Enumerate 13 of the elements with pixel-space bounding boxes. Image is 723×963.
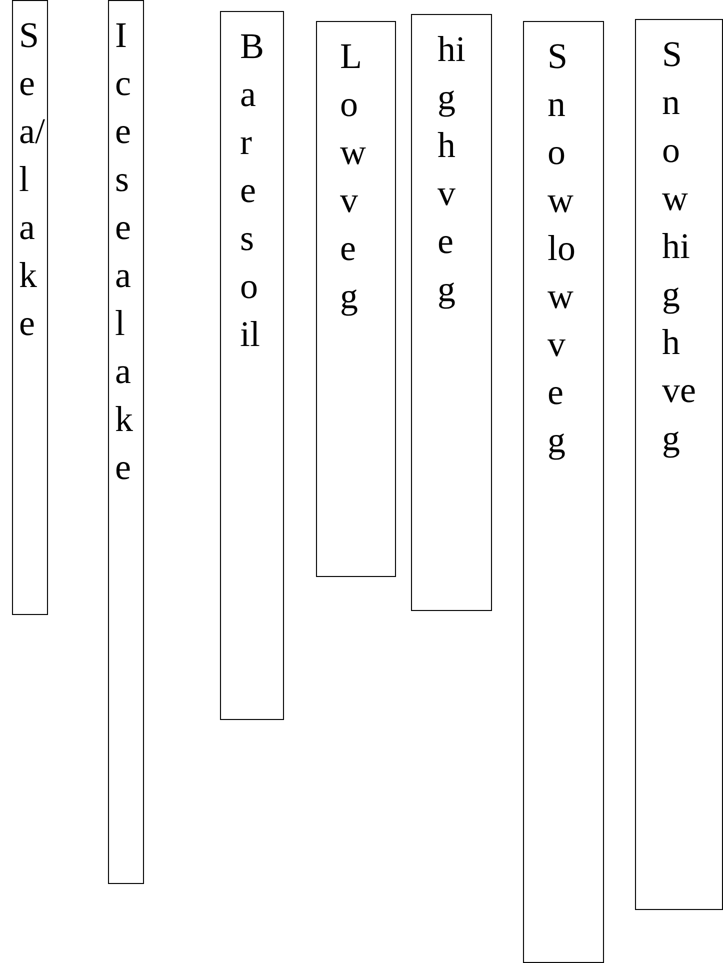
vertical-label: Ice sealake <box>115 14 134 489</box>
label-box <box>635 19 723 910</box>
vertical-label: Bare soil <box>240 25 264 356</box>
vertical-label: Snow high veg <box>662 33 696 460</box>
label-box <box>411 14 492 611</box>
vertical-label: high veg <box>438 28 466 311</box>
label-box <box>12 0 48 615</box>
label-box <box>220 11 284 720</box>
label-box <box>316 21 396 577</box>
label-box <box>108 0 144 884</box>
label-box <box>523 21 604 963</box>
vertical-label: Snow low veg <box>548 35 577 462</box>
vertical-label: Low veg <box>340 35 367 318</box>
